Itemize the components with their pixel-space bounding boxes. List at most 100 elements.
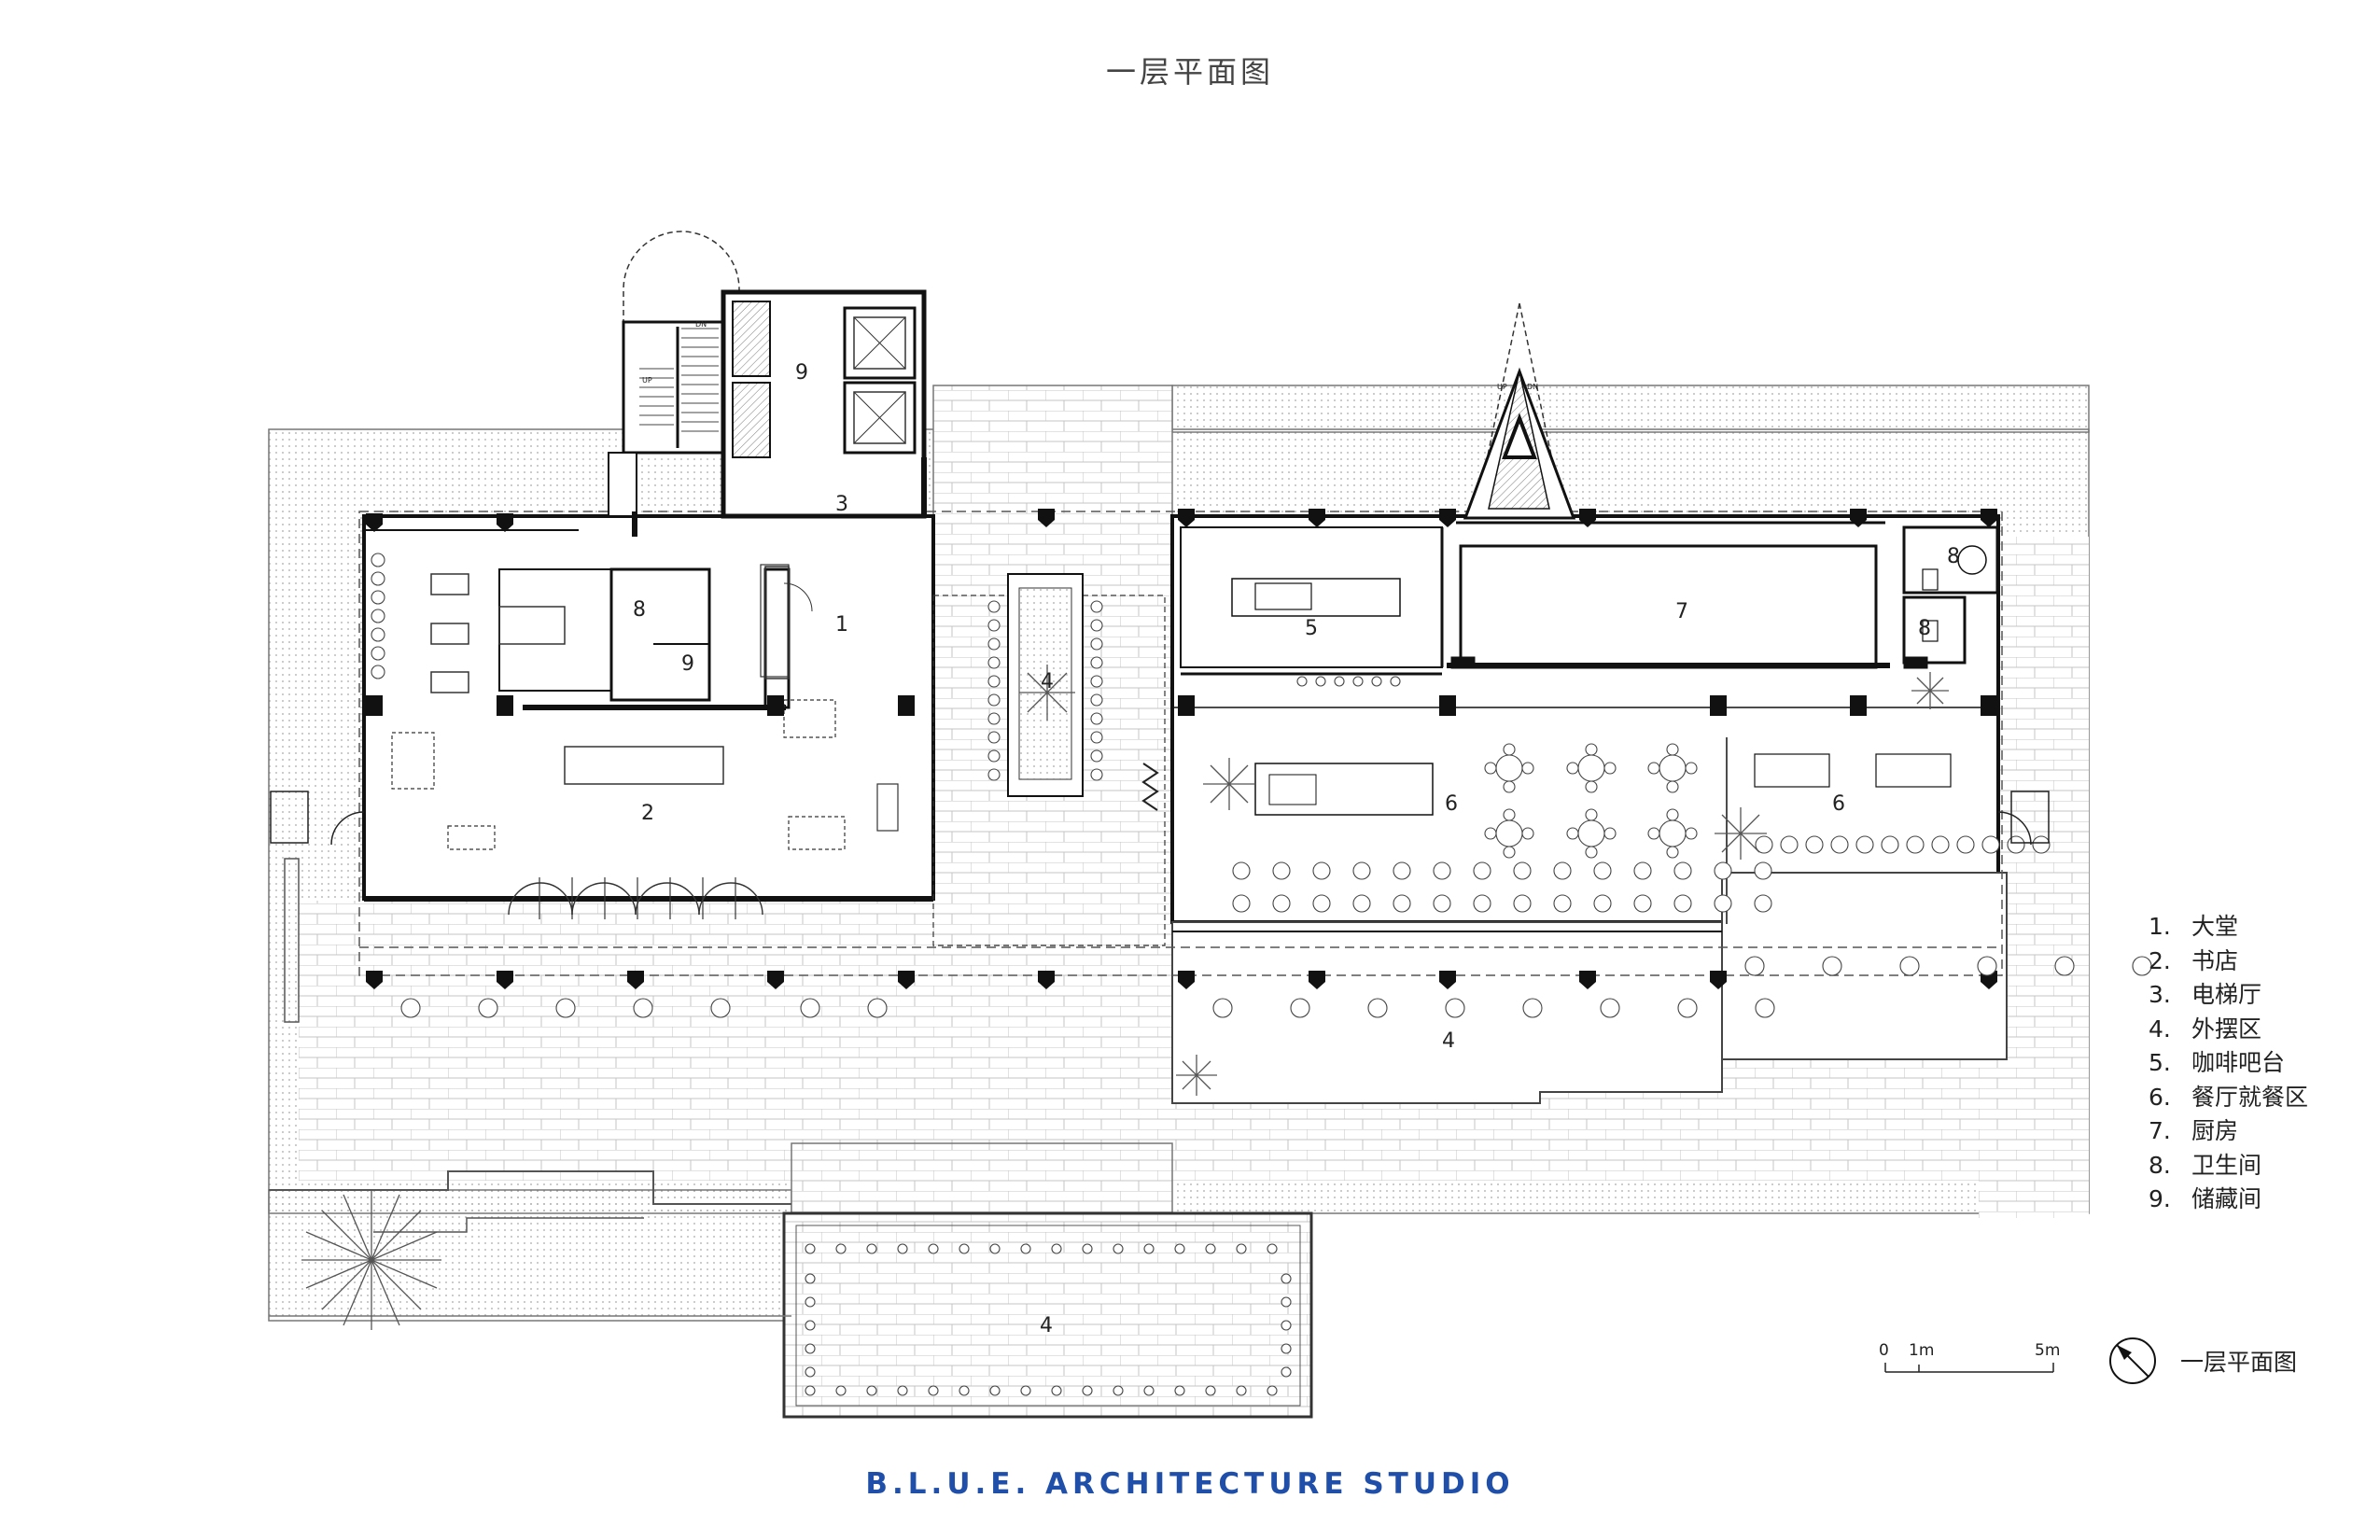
chair bbox=[1522, 998, 1543, 1018]
chair bbox=[1143, 1243, 1155, 1254]
chair bbox=[1090, 656, 1103, 669]
room-label-7: 7 bbox=[1675, 600, 1688, 623]
chair bbox=[1371, 676, 1382, 687]
chair bbox=[805, 1296, 816, 1308]
chair bbox=[1553, 894, 1572, 913]
chair bbox=[1090, 749, 1103, 763]
chair bbox=[1205, 1243, 1216, 1254]
north-arrow-icon bbox=[2109, 1337, 2156, 1384]
room-labels: 9 3 1 8 9 2 4 5 7 8 8 6 6 4 4 bbox=[633, 361, 1960, 1337]
chair bbox=[710, 998, 731, 1018]
chair bbox=[1503, 780, 1516, 793]
chair bbox=[897, 1243, 908, 1254]
chair bbox=[2032, 835, 2051, 854]
kitchen-area bbox=[1447, 521, 1928, 669]
chair bbox=[1566, 762, 1579, 775]
chair bbox=[633, 998, 653, 1018]
chair bbox=[1714, 894, 1732, 913]
room-label-9-north: 9 bbox=[795, 361, 808, 385]
chair bbox=[371, 627, 385, 642]
room-label-4-courtyard: 4 bbox=[1041, 670, 1054, 693]
stair-dn-label: DN bbox=[695, 320, 707, 329]
chair bbox=[987, 637, 1001, 651]
chair bbox=[1633, 861, 1652, 880]
room-label-5: 5 bbox=[1305, 617, 1318, 640]
coffee-bar-area bbox=[1180, 526, 1444, 676]
chair bbox=[1051, 1385, 1062, 1396]
chair bbox=[1521, 762, 1534, 775]
legend-item: 1.大堂 bbox=[2149, 913, 2239, 940]
chair bbox=[1090, 768, 1103, 781]
chair bbox=[1090, 731, 1103, 744]
chair bbox=[1232, 894, 1251, 913]
chair bbox=[1082, 1243, 1093, 1254]
legend-item: 2.书店 bbox=[2149, 946, 2239, 974]
chair bbox=[1585, 808, 1598, 821]
chair bbox=[866, 1385, 877, 1396]
legend-item: 4.外摆区 bbox=[2149, 1015, 2262, 1043]
chair bbox=[928, 1243, 939, 1254]
studio-credit: B.L.U.E. ARCHITECTURE STUDIO bbox=[865, 1467, 1515, 1501]
chair bbox=[1503, 808, 1516, 821]
chair bbox=[1603, 827, 1617, 840]
room-label-1: 1 bbox=[835, 613, 848, 637]
room-label-9-west: 9 bbox=[681, 652, 694, 676]
chair bbox=[1685, 762, 1698, 775]
chair bbox=[2007, 835, 2025, 854]
chair bbox=[1090, 637, 1103, 651]
chair bbox=[371, 665, 385, 679]
chair bbox=[1433, 861, 1451, 880]
chair bbox=[1600, 998, 1620, 1018]
chair bbox=[1082, 1385, 1093, 1396]
furniture-layer bbox=[371, 553, 2152, 1396]
room-label-8-east-top: 8 bbox=[1947, 545, 1960, 568]
chair bbox=[1393, 894, 1411, 913]
chair bbox=[805, 1366, 816, 1378]
chair bbox=[1577, 754, 1605, 782]
chair bbox=[1521, 827, 1534, 840]
chair bbox=[1352, 676, 1364, 687]
chair bbox=[987, 749, 1001, 763]
chair bbox=[1352, 861, 1371, 880]
chair bbox=[1143, 1385, 1155, 1396]
chair bbox=[1714, 861, 1732, 880]
chair bbox=[1585, 743, 1598, 756]
elevator-core bbox=[721, 289, 927, 519]
chair bbox=[400, 998, 421, 1018]
chair bbox=[1281, 1320, 1292, 1331]
chair bbox=[1236, 1385, 1247, 1396]
chair bbox=[1290, 998, 1310, 1018]
tri-stair-dn-label: DN bbox=[1527, 383, 1538, 391]
exterior-doors bbox=[270, 791, 2050, 1023]
chair bbox=[987, 731, 1001, 744]
chair bbox=[371, 609, 385, 623]
chair bbox=[1312, 861, 1331, 880]
chair bbox=[805, 1320, 816, 1331]
chair bbox=[1822, 956, 1842, 976]
chair bbox=[1281, 1343, 1292, 1354]
legend-item: 8.卫生间 bbox=[2149, 1151, 2262, 1179]
courtyard-bar bbox=[932, 573, 1166, 946]
chair bbox=[1685, 827, 1698, 840]
tri-stair-up-label: UP bbox=[1497, 383, 1507, 391]
chair bbox=[987, 768, 1001, 781]
chair bbox=[897, 1385, 908, 1396]
chair bbox=[1513, 861, 1532, 880]
chair bbox=[1315, 676, 1326, 687]
chair bbox=[371, 571, 385, 586]
chair bbox=[1473, 861, 1491, 880]
chair bbox=[867, 998, 888, 1018]
chair bbox=[1495, 754, 1523, 782]
chair bbox=[989, 1385, 1001, 1396]
chair bbox=[1393, 861, 1411, 880]
chair bbox=[1593, 894, 1612, 913]
room-label-2: 2 bbox=[641, 802, 654, 825]
chair bbox=[987, 712, 1001, 725]
chair bbox=[1232, 861, 1251, 880]
chair bbox=[1267, 1385, 1278, 1396]
chair bbox=[1647, 827, 1660, 840]
chair bbox=[1090, 675, 1103, 688]
chair bbox=[1267, 1243, 1278, 1254]
chair bbox=[1981, 835, 2000, 854]
chair bbox=[1367, 998, 1388, 1018]
